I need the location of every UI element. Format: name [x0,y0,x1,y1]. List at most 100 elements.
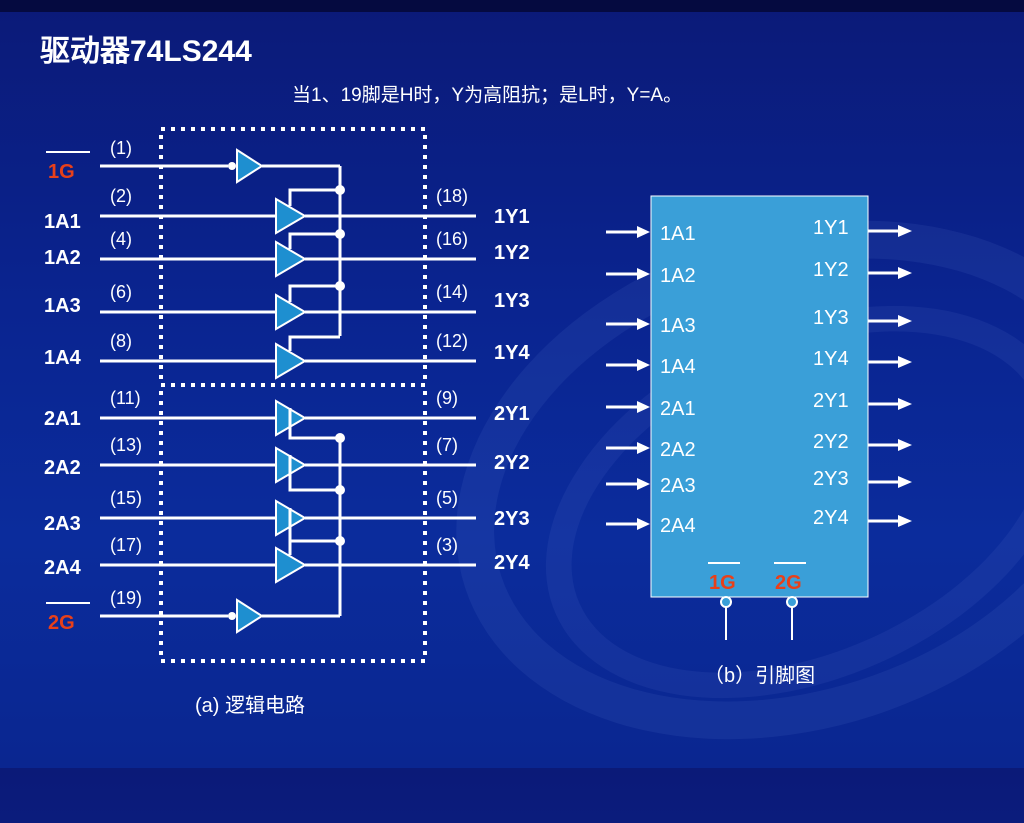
enable-label: 2G [48,612,75,634]
tristate-buffer [275,197,307,235]
input-arrow-head [637,318,650,330]
pin-number: (16) [436,229,468,249]
pin-number: (7) [436,435,458,455]
output-arrow-head [898,225,912,237]
pin-number: (17) [110,535,142,555]
inverter-bubble [228,162,236,170]
pin-number: (12) [436,331,468,351]
input-arrow-head [637,359,650,371]
pin-number: (2) [110,186,132,206]
junction-dot [335,281,345,291]
input-label: 1A1 [44,211,81,233]
output-arrow-head [898,315,912,327]
input-arrow-head [637,478,650,490]
junction-dot [335,185,345,195]
input-label: 2A3 [44,513,81,535]
inverter-bubble [720,596,732,608]
pin-number: (18) [436,186,468,206]
chip-output-label: 1Y4 [813,348,849,370]
junction-dot [335,229,345,239]
pin-number: (5) [436,488,458,508]
pin-number: (9) [436,388,458,408]
enable-buffer [236,148,264,184]
tristate-buffer [275,293,307,331]
logic-caption: (a) 逻辑电路 [195,694,305,717]
chip-output-label: 2Y4 [813,507,849,529]
enable-tap [288,408,340,440]
chip-output-label: 1Y2 [813,259,849,281]
enable-tap [288,335,340,351]
enable-tap [288,455,340,492]
input-label: 1A2 [44,247,81,269]
enable-label: 1G [48,161,75,183]
output-label: 2Y4 [494,552,530,574]
output-label: 1Y4 [494,342,530,364]
pin-number: (14) [436,282,468,302]
pin-number: (11) [110,388,141,408]
chip-input-label: 1A3 [660,315,696,337]
enable-tap [288,284,340,302]
slide-title: 驱动器74LS244 [40,35,252,68]
pinout-caption: （b）引脚图 [704,664,815,687]
chip-output-label: 2Y3 [813,468,849,490]
output-arrow-head [898,356,912,368]
output-label: 2Y3 [494,508,530,530]
chip-output-label: 1Y1 [813,217,849,239]
output-arrow-head [898,439,912,451]
output-label: 1Y1 [494,206,530,228]
output-label: 2Y2 [494,452,530,474]
input-arrow-head [637,268,650,280]
input-arrow-head [637,518,650,530]
tristate-buffer [275,240,307,278]
chip-input-label: 1A1 [660,223,696,245]
input-label: 1A4 [44,347,82,369]
chip-input-label: 1A4 [660,356,696,378]
enable-tap [288,188,340,206]
output-label: 2Y1 [494,403,530,425]
pin-number: (6) [110,282,132,302]
input-arrow-head [637,442,650,454]
output-label: 1Y2 [494,242,530,264]
slide-subtitle: 当1、19脚是H时，Y为高阻抗；是L时，Y=A。 [292,85,683,106]
output-arrow-head [898,515,912,527]
junction-dot [335,433,345,443]
output-label: 1Y3 [494,290,530,312]
input-label: 2A1 [44,408,81,430]
pin-number: (15) [110,488,142,508]
pin-number: (3) [436,535,458,555]
top-band [0,0,1024,12]
junction-dot [335,485,345,495]
circuit-diagram: 1G (1) 2G (19) 1A1 (2) (18) 1Y1 1A2 (4) (16) 1Y2 1A3… [44,138,912,717]
inverter-bubble [228,612,236,620]
enable-tap [288,232,340,249]
pin-number: (13) [110,435,142,455]
output-arrow-head [898,398,912,410]
chip-input-label: 2A2 [660,439,696,461]
tristate-buffer [275,342,307,380]
chip-input-label: 1A2 [660,265,696,287]
input-label: 2A2 [44,457,81,479]
pin-number: (8) [110,331,132,351]
input-arrow-head [637,401,650,413]
pin-number: (1) [110,138,132,158]
chip-output-label: 2Y2 [813,431,849,453]
inverter-bubble [786,596,798,608]
pin-number: (4) [110,229,132,249]
input-label: 2A4 [44,557,82,579]
chip-enable-label: 1G [709,572,736,594]
chip-output-label: 1Y3 [813,307,849,329]
chip-body [650,195,869,598]
pin-number: (19) [110,588,142,608]
group2-box [159,383,427,663]
chip-input-label: 2A3 [660,475,696,497]
chip-input-label: 2A1 [660,398,696,420]
chip-output-label: 2Y1 [813,390,849,412]
output-arrow-head [898,267,912,279]
chip-enable-label: 2G [775,572,802,594]
tristate-buffer [275,546,307,584]
input-arrow-head [637,226,650,238]
enable-buffer [236,598,264,634]
input-label: 1A3 [44,295,81,317]
enable-tap [288,539,340,555]
output-arrow-head [898,476,912,488]
